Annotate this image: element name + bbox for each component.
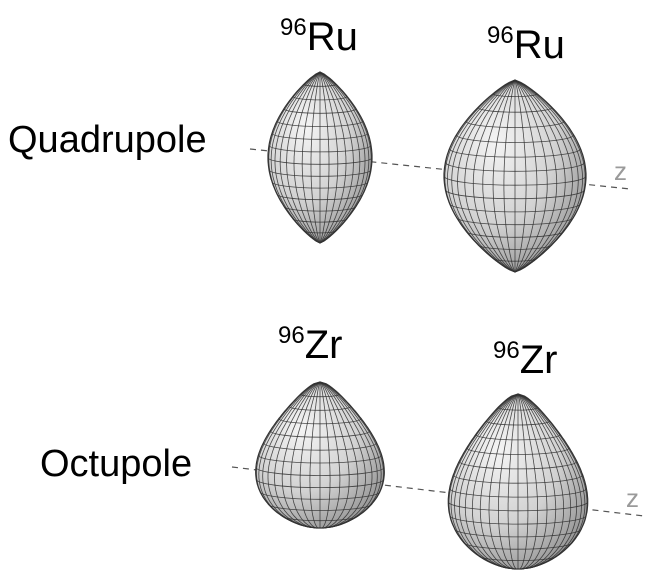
surface-mesh [255,381,385,529]
row-label-octupole: Octupole [40,443,192,485]
element-symbol: Ru [514,23,565,67]
mass-number: 96 [280,14,307,41]
nucleus-label: 96Ru [487,22,565,67]
row-label-quadrupole: Quadrupole [8,119,207,161]
nucleus-outline [255,381,385,529]
quadrupole-shape-right [443,79,587,273]
element-symbol: Zr [305,323,343,367]
nucleus-label: 96Zr [493,337,557,382]
mass-number: 96 [493,337,520,364]
nucleus-label: 96Ru [280,14,358,59]
octupole-shape-left [255,381,385,529]
mass-number: 96 [487,22,514,49]
surface-mesh [443,79,587,273]
element-symbol: Zr [520,338,558,382]
element-symbol: Ru [307,15,358,59]
octupole-shape-right [447,393,589,570]
nucleus-outline [447,393,589,570]
z-axis-label: z [626,483,639,513]
nucleus-label: 96Zr [278,322,342,367]
nucleus-outline [267,71,373,244]
z-axis-label: z [614,156,627,186]
mass-number: 96 [278,322,305,349]
quadrupole-shape-left [267,71,373,244]
symmetry-axis-quadrupole [249,148,631,190]
nucleus-outline [443,79,587,273]
